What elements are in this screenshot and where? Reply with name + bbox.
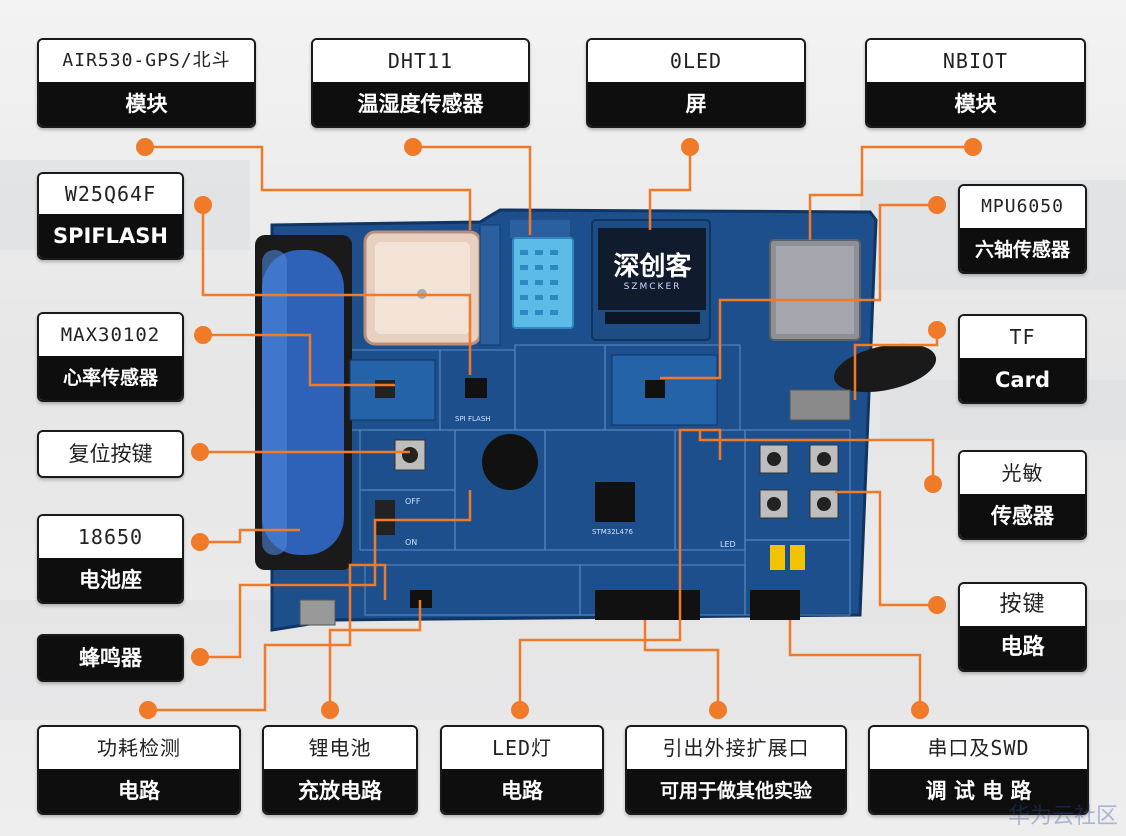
silk-off: OFF <box>405 497 421 506</box>
oled-logo: 深创客 <box>613 252 692 282</box>
label-keys-title: 按键 <box>960 584 1085 626</box>
label-reset-key: 复位按键 <box>37 430 184 478</box>
label-serial-sub: 调 试 电 路 <box>870 769 1087 813</box>
label-power-title: 功耗检测 <box>39 727 239 769</box>
silk-led: LED <box>720 540 736 549</box>
label-oled-sub: 屏 <box>588 82 804 126</box>
label-battery-holder: 18650 电池座 <box>37 514 184 604</box>
label-power-sub: 电路 <box>39 769 239 813</box>
label-dht11-sub: 温湿度传感器 <box>313 82 528 126</box>
label-expansion-sub: 可用于做其他实验 <box>627 769 845 813</box>
label-w25q64f: W25Q64F SPIFLASH <box>37 172 184 260</box>
label-led: LED灯 电路 <box>440 725 604 815</box>
label-oled-title: 0LED <box>588 40 804 82</box>
silk-on: ON <box>405 538 418 547</box>
label-nbiot-title: NBIOT <box>867 40 1084 82</box>
oled-subtext: SZMCKER <box>623 282 682 292</box>
label-light-title: 光敏 <box>960 452 1085 494</box>
label-led-sub: 电路 <box>442 769 602 813</box>
label-mpu6050-title: MPU6050 <box>960 186 1085 228</box>
label-gps-title: AIR530-GPS/北斗 <box>39 40 254 82</box>
label-oled: 0LED 屏 <box>586 38 806 128</box>
label-light-sensor: 光敏 传感器 <box>958 450 1087 540</box>
label-charge: 锂电池 充放电路 <box>262 725 418 815</box>
label-light-sub: 传感器 <box>960 494 1085 538</box>
label-nbiot: NBIOT 模块 <box>865 38 1086 128</box>
label-charge-title: 锂电池 <box>264 727 416 769</box>
label-gps-module: AIR530-GPS/北斗 模块 <box>37 38 256 128</box>
label-max30102-sub: 心率传感器 <box>39 356 182 400</box>
label-tf-title: TF <box>960 316 1085 358</box>
label-tf-card: TF Card <box>958 314 1087 404</box>
label-expansion-port: 引出外接扩展口 可用于做其他实验 <box>625 725 847 815</box>
label-charge-sub: 充放电路 <box>264 769 416 813</box>
label-max30102-title: MAX30102 <box>39 314 182 356</box>
label-nbiot-sub: 模块 <box>867 82 1084 126</box>
label-max30102: MAX30102 心率传感器 <box>37 312 184 402</box>
label-expansion-title: 引出外接扩展口 <box>627 727 845 769</box>
label-mpu6050: MPU6050 六轴传感器 <box>958 184 1087 274</box>
label-w25q64f-title: W25Q64F <box>39 174 182 214</box>
label-tf-sub: Card <box>960 358 1085 402</box>
label-power-detect: 功耗检测 电路 <box>37 725 241 815</box>
label-serial-swd: 串口及SWD 调 试 电 路 <box>868 725 1089 815</box>
watermark: 华为云社区 <box>1007 804 1118 829</box>
silk-mcu: STM32L476 <box>592 528 633 536</box>
label-w25q64f-sub: SPIFLASH <box>39 214 182 258</box>
label-buzzer: 蜂鸣器 <box>37 634 184 682</box>
label-dht11: DHT11 温湿度传感器 <box>311 38 530 128</box>
label-keys: 按键 电路 <box>958 582 1087 672</box>
label-gps-sub: 模块 <box>39 82 254 126</box>
label-dht11-title: DHT11 <box>313 40 528 82</box>
label-keys-sub: 电路 <box>960 626 1085 670</box>
label-battery-title: 18650 <box>39 516 182 558</box>
label-serial-title: 串口及SWD <box>870 727 1087 769</box>
label-mpu6050-sub: 六轴传感器 <box>960 228 1085 272</box>
silk-spi-flash: SPI FLASH <box>455 415 491 423</box>
label-led-title: LED灯 <box>442 727 602 769</box>
label-battery-sub: 电池座 <box>39 558 182 602</box>
